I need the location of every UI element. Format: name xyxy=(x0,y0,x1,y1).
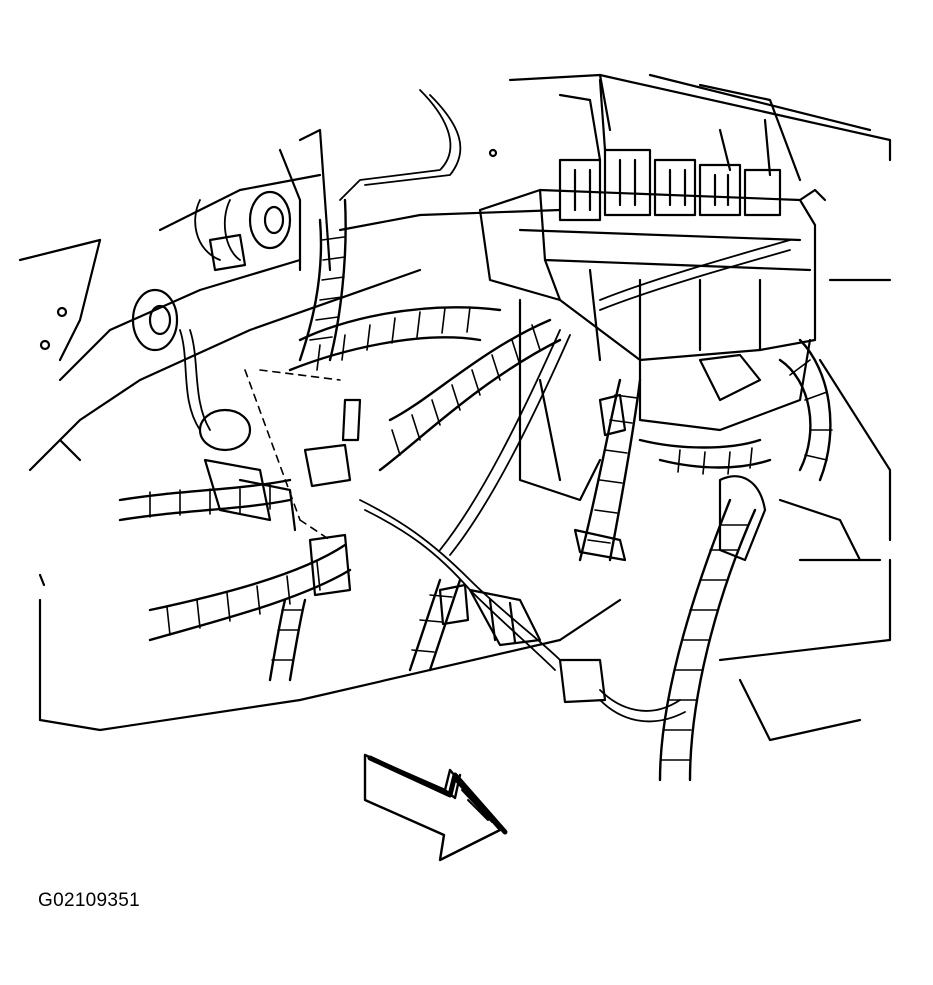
figure-id-label: G02109351 xyxy=(38,890,141,911)
harness-bundles xyxy=(118,198,832,782)
thin-wires xyxy=(179,89,791,723)
body-panel-lines xyxy=(18,73,892,742)
dashed-guide-lines xyxy=(244,369,341,541)
connectors xyxy=(131,190,767,704)
harness-ribs xyxy=(149,236,833,761)
forward-arrow-icon xyxy=(363,753,508,862)
fuse-relay-block xyxy=(478,78,827,502)
